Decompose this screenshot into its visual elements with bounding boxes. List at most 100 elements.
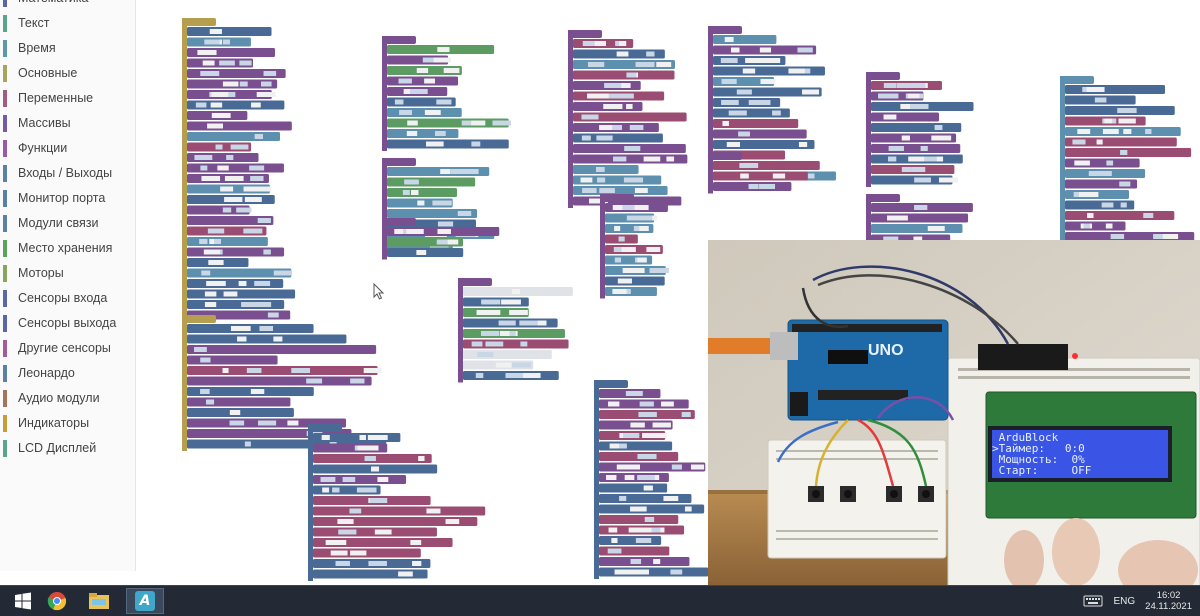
block-field[interactable] — [651, 527, 661, 533]
block-field[interactable] — [1119, 181, 1131, 187]
block-field[interactable] — [254, 134, 264, 139]
block-field[interactable] — [509, 310, 528, 315]
block-field[interactable] — [914, 205, 928, 210]
block-field[interactable] — [461, 120, 478, 126]
block-field[interactable] — [217, 165, 224, 171]
block-field[interactable] — [633, 464, 640, 470]
block-field[interactable] — [258, 420, 277, 426]
block-field[interactable] — [604, 83, 622, 88]
block-field[interactable] — [608, 527, 618, 533]
block-field[interactable] — [581, 135, 591, 141]
code-block[interactable] — [605, 276, 665, 286]
block-field[interactable] — [214, 260, 224, 265]
block-field[interactable] — [434, 131, 446, 136]
block-field[interactable] — [256, 92, 276, 97]
block-field[interactable] — [901, 135, 910, 141]
block-field[interactable] — [612, 205, 623, 210]
block-field[interactable] — [416, 68, 429, 73]
block-field[interactable] — [406, 131, 418, 136]
code-block[interactable] — [1065, 127, 1181, 136]
block-field[interactable] — [442, 99, 449, 105]
block-field[interactable] — [729, 79, 737, 84]
block-field[interactable] — [896, 83, 916, 88]
block-field[interactable] — [729, 142, 740, 147]
block-field[interactable] — [612, 125, 623, 130]
block-field[interactable] — [1118, 118, 1136, 124]
block-field[interactable] — [582, 188, 597, 193]
category-item[interactable]: Входы / Выходы — [0, 161, 135, 186]
block-field[interactable] — [320, 477, 336, 482]
block-field[interactable] — [222, 368, 229, 373]
block-field[interactable] — [398, 571, 413, 577]
block-field[interactable] — [485, 341, 504, 347]
block-field[interactable] — [722, 121, 729, 126]
block-field[interactable] — [599, 188, 615, 193]
block-field[interactable] — [200, 389, 210, 394]
block-field[interactable] — [582, 41, 595, 46]
block-field[interactable] — [241, 302, 253, 307]
block-field[interactable] — [337, 540, 347, 545]
block-field[interactable] — [370, 466, 380, 472]
block-field[interactable] — [256, 186, 272, 192]
block-field[interactable] — [247, 228, 263, 234]
code-block[interactable] — [713, 161, 820, 170]
block-field[interactable] — [332, 487, 340, 493]
block-field[interactable] — [639, 226, 649, 231]
block-field[interactable] — [244, 197, 262, 202]
block-field[interactable] — [223, 92, 236, 97]
block-field[interactable] — [628, 527, 648, 533]
block-field[interactable] — [208, 260, 218, 265]
block-field[interactable] — [476, 310, 486, 315]
block-field[interactable] — [410, 540, 422, 545]
block-field[interactable] — [263, 249, 271, 255]
category-item[interactable]: Переменные — [0, 86, 135, 111]
block-field[interactable] — [537, 320, 547, 326]
block-field[interactable] — [670, 569, 683, 575]
block-field[interactable] — [511, 289, 520, 294]
block-field[interactable] — [608, 401, 620, 407]
block-field[interactable] — [195, 102, 207, 108]
block-field[interactable] — [742, 68, 756, 74]
code-block[interactable] — [871, 144, 961, 153]
block-field[interactable] — [509, 331, 516, 336]
block-field[interactable] — [246, 368, 262, 373]
block-field[interactable] — [788, 68, 797, 74]
block-field[interactable] — [211, 92, 229, 97]
block-field[interactable] — [614, 226, 621, 231]
block-field[interactable] — [745, 58, 762, 63]
block-field[interactable] — [797, 47, 813, 53]
block-field[interactable] — [239, 60, 252, 66]
block-field[interactable] — [736, 89, 752, 95]
category-item[interactable]: Функции — [0, 136, 135, 161]
block-field[interactable] — [252, 302, 272, 307]
block-field[interactable] — [287, 420, 299, 426]
block-field[interactable] — [1145, 129, 1152, 134]
block-field[interactable] — [901, 167, 912, 172]
block-field[interactable] — [614, 569, 635, 575]
block-field[interactable] — [634, 188, 648, 193]
block-field[interactable] — [200, 357, 211, 363]
block-field[interactable] — [204, 39, 220, 45]
block-field[interactable] — [267, 312, 279, 318]
category-item[interactable]: Массивы — [0, 111, 135, 136]
code-block[interactable] — [187, 366, 378, 375]
block-field[interactable] — [357, 445, 376, 451]
block-field[interactable] — [471, 120, 486, 126]
block-field[interactable] — [251, 102, 261, 108]
block-field[interactable] — [619, 496, 627, 501]
block-field[interactable] — [359, 435, 366, 440]
block-field[interactable] — [656, 62, 672, 67]
block-field[interactable] — [291, 368, 311, 373]
block-field[interactable] — [221, 165, 229, 171]
code-block[interactable] — [187, 27, 272, 36]
block-field[interactable] — [322, 487, 330, 493]
block-field[interactable] — [1083, 223, 1090, 229]
block-field[interactable] — [364, 456, 376, 461]
code-block[interactable] — [387, 76, 459, 86]
block-field[interactable] — [244, 441, 251, 447]
block-field[interactable] — [1078, 192, 1099, 197]
block-field[interactable] — [377, 477, 389, 482]
file-explorer-taskbar-button[interactable] — [80, 588, 118, 614]
block-field[interactable] — [507, 299, 521, 305]
block-field[interactable] — [760, 79, 776, 84]
